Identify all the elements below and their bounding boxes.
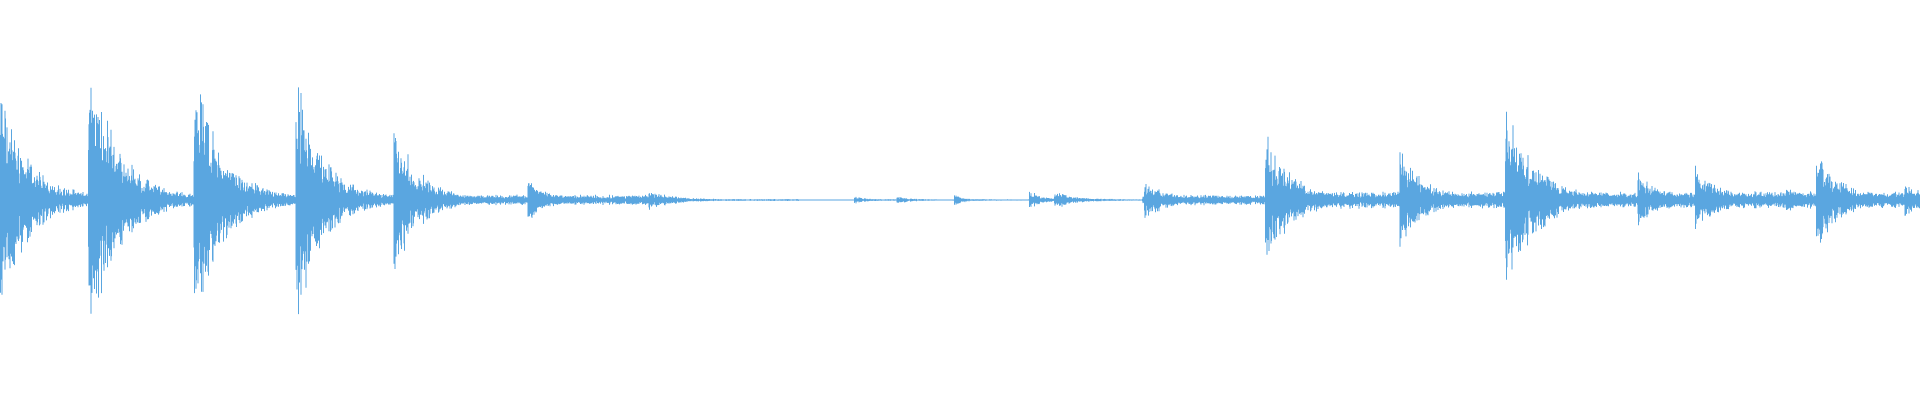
waveform-path	[0, 87, 1920, 315]
